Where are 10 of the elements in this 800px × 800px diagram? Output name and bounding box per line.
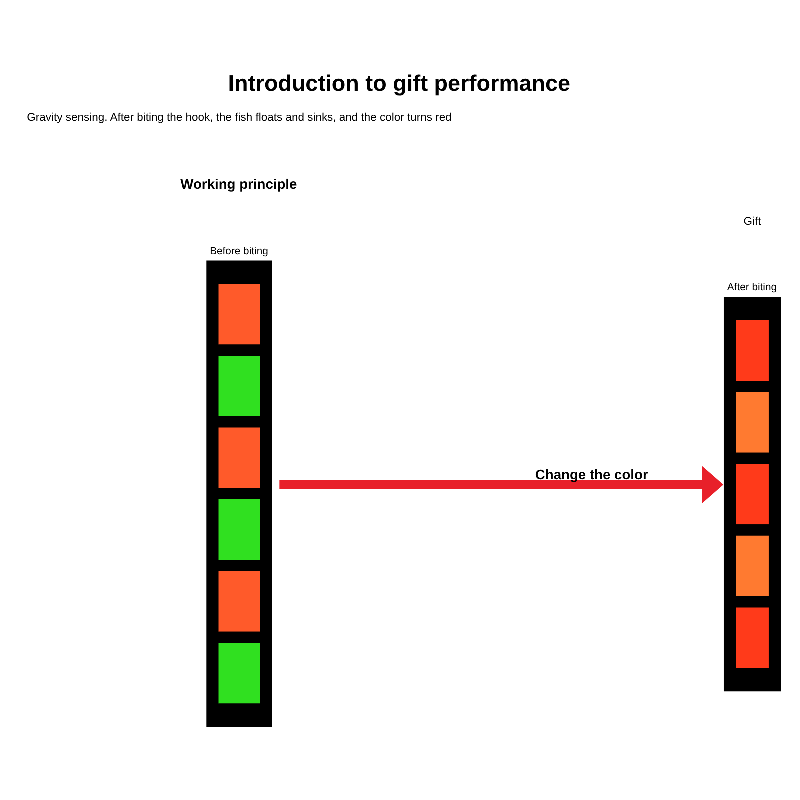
node-label: Before biting — [210, 246, 268, 257]
label: Working principle — [180, 175, 298, 192]
label: Gift — [744, 215, 762, 228]
node-box — [206, 260, 272, 727]
arrow — [280, 466, 724, 503]
label: Gravity sensing. After biting the hook, the fish floats and sinks, and the color turns red — [27, 111, 452, 124]
edge-label: Change the color — [535, 466, 648, 482]
diagram-title: Introduction to gift performance — [228, 70, 571, 96]
node-label: After biting — [727, 282, 778, 294]
node-box — [724, 296, 782, 692]
